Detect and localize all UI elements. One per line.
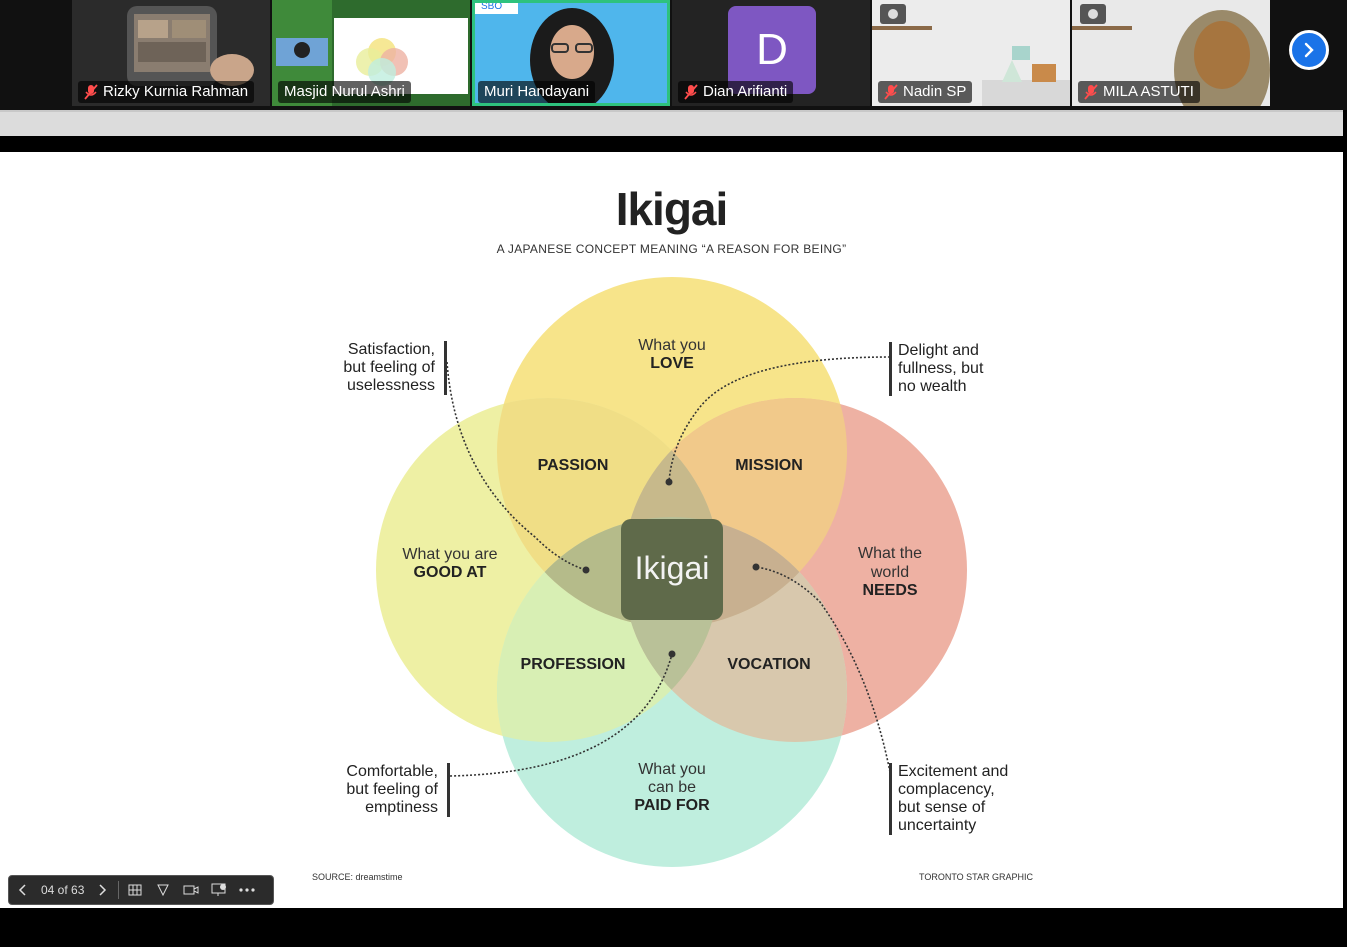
- participant-name: Muri Handayani: [484, 83, 590, 100]
- monitor-icon: [211, 883, 227, 896]
- note-bottom-right: Excitement and complacency, but sense of…: [889, 763, 1038, 835]
- grid-icon: [128, 884, 142, 896]
- mission-label: MISSION: [735, 457, 803, 474]
- slide-source: SOURCE: dreamstime: [312, 872, 403, 882]
- present-button[interactable]: [205, 876, 233, 904]
- participant-tile[interactable]: Rizky Kurnia Rahman: [72, 0, 270, 106]
- participant-name: Nadin SP: [903, 83, 967, 100]
- slide-subtitle: A JAPANESE CONCEPT MEANING “A REASON FOR…: [496, 242, 847, 256]
- presenter-badge: SBO: [481, 1, 503, 12]
- next-slide-button[interactable]: [88, 876, 116, 904]
- participant-name: Dian Arifianti: [703, 83, 788, 100]
- mic-off-icon: [1084, 84, 1098, 100]
- note-bottom-left: Comfortable, but feeling of emptiness: [300, 763, 450, 817]
- slide-credit: TORONTO STAR GRAPHIC: [919, 872, 1034, 882]
- next-participants-button[interactable]: [1289, 30, 1329, 70]
- note-bracket: [447, 763, 450, 817]
- note-line: Comfortable,: [346, 763, 438, 780]
- participant-name-chip: Masjid Nurul Ashri: [278, 81, 411, 103]
- note-line: fullness, but: [898, 360, 984, 377]
- participant-name-chip: MILA ASTUTI: [1078, 81, 1200, 103]
- participant-video: [72, 0, 270, 106]
- participant-strip: Rizky Kurnia Rahman SBO D: [0, 0, 1347, 110]
- ikigai-venn-diagram: What you LOVE What you are GOOD AT What …: [376, 277, 967, 867]
- prev-slide-button[interactable]: [9, 876, 37, 904]
- note-top-left: Satisfaction, but feeling of uselessness: [300, 341, 447, 395]
- note-top-right: Delight and fullness, but no wealth: [889, 342, 1028, 396]
- paid-label-3: PAID FOR: [634, 797, 710, 814]
- vocation-label: VOCATION: [727, 656, 810, 673]
- note-line: but feeling of: [343, 359, 435, 376]
- note-line: no wealth: [898, 378, 967, 395]
- love-label-2: LOVE: [650, 355, 694, 372]
- laser-pointer-button[interactable]: [149, 876, 177, 904]
- note-bracket: [889, 763, 892, 835]
- profession-label: PROFESSION: [521, 656, 626, 673]
- pen-icon: [157, 884, 170, 897]
- camera-button[interactable]: [177, 876, 205, 904]
- participant-name-chip: Muri Handayani: [478, 81, 596, 103]
- note-line: emptiness: [365, 799, 438, 816]
- grid-view-button[interactable]: [121, 876, 149, 904]
- leader-dot: [668, 650, 676, 658]
- participant-name: Masjid Nurul Ashri: [284, 83, 405, 100]
- note-line: but feeling of: [346, 781, 438, 798]
- divider: [118, 881, 120, 899]
- paid-label-1: What you: [638, 761, 706, 778]
- good-at-label-2: GOOD AT: [414, 564, 487, 581]
- leader-dot: [582, 566, 590, 574]
- needs-label-2: world: [870, 564, 909, 581]
- center-label: Ikigai: [635, 550, 710, 586]
- chevron-left-icon: [18, 884, 26, 896]
- avatar: D: [728, 6, 816, 94]
- note-line: uselessness: [346, 377, 435, 394]
- slide-counter: 04 of 63: [41, 883, 85, 897]
- paid-label-2: can be: [648, 779, 696, 796]
- note-bracket: [889, 342, 892, 396]
- chevron-right-icon: [99, 884, 107, 896]
- toolbar-divider: [0, 110, 1343, 136]
- passion-label: PASSION: [538, 457, 609, 474]
- participant-name-chip: Dian Arifianti: [678, 81, 794, 103]
- note-line: Satisfaction,: [347, 341, 435, 358]
- center-ikigai: [621, 519, 723, 620]
- note-line: complacency,: [898, 781, 995, 798]
- more-dots-icon: [239, 888, 255, 892]
- mic-off-icon: [684, 84, 698, 100]
- note-line: Delight and: [898, 342, 979, 359]
- leader-line-top-left: [446, 361, 587, 571]
- leader-line-top-right: [668, 356, 891, 483]
- leader-dot: [752, 563, 760, 571]
- note-bracket: [444, 341, 447, 395]
- presentation-nav: 04 of 63: [8, 875, 274, 905]
- mic-off-icon: [884, 84, 898, 100]
- leader-dot: [665, 478, 673, 486]
- love-label-1: What you: [638, 337, 706, 354]
- more-options-button[interactable]: [233, 876, 261, 904]
- note-line: but sense of: [898, 799, 986, 816]
- video-camera-icon: [183, 885, 199, 895]
- participant-name-chip: Rizky Kurnia Rahman: [78, 81, 255, 103]
- participant-name-chip: Nadin SP: [878, 81, 973, 103]
- needs-label-1: What the: [858, 545, 922, 562]
- participant-name: Rizky Kurnia Rahman: [103, 83, 249, 100]
- participant-name: MILA ASTUTI: [1103, 83, 1194, 100]
- leader-line-bottom-right: [755, 566, 891, 773]
- good-at-label-1: What you are: [402, 546, 497, 563]
- mic-off-icon: [84, 84, 98, 100]
- slide-title: Ikigai: [615, 183, 729, 235]
- needs-label-3: NEEDS: [862, 582, 917, 599]
- chevron-right-icon: [1304, 42, 1314, 58]
- note-line: Excitement and: [898, 763, 1009, 780]
- note-line: uncertainty: [898, 817, 977, 834]
- shared-slide: Ikigai A JAPANESE CONCEPT MEANING “A REA…: [0, 152, 1343, 908]
